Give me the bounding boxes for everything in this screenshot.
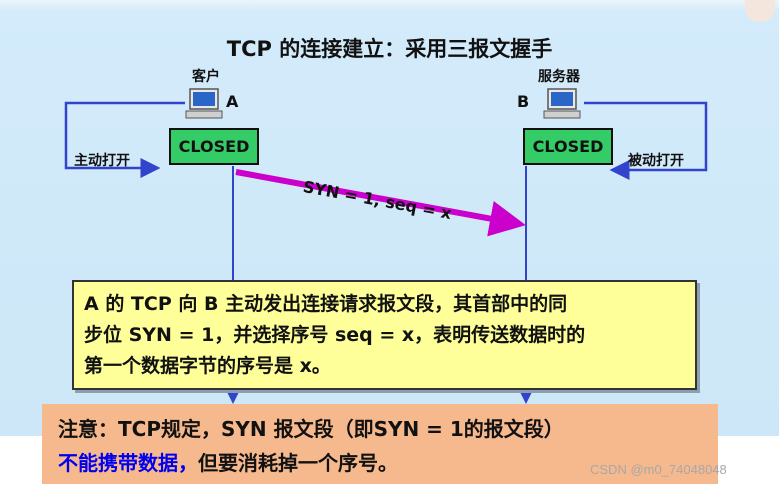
- server-open-loop: [584, 101, 708, 180]
- note-line-1: 注意：TCP规定，SYN 报文段（即SYN = 1的报文段）: [58, 417, 564, 441]
- explanation-line: 步位 SYN = 1，并选择序号 seq = x，表明传送数据时的: [84, 324, 586, 346]
- client-role-label: 客户: [192, 69, 220, 85]
- server-action-label: 被动打开: [628, 153, 684, 169]
- client-state-box: CLOSED: [169, 128, 259, 165]
- slide-top-strip: [0, 0, 779, 10]
- client-action-label: 主动打开: [74, 153, 130, 169]
- note-line-2: 不能携带数据，但要消耗掉一个序号。: [58, 446, 718, 480]
- server-letter: B: [517, 92, 530, 111]
- note-line-2-rest: 但要消耗掉一个序号。: [198, 451, 398, 475]
- client-open-loop: [64, 101, 185, 178]
- corner-mascot-icon: [745, 0, 775, 22]
- page-title: TCP 的连接建立：采用三报文握手: [226, 37, 553, 61]
- client-letter: A: [226, 92, 239, 111]
- server-icon: [543, 88, 581, 119]
- computer-icon: [185, 88, 223, 119]
- server-role-label: 服务器: [538, 69, 580, 85]
- explanation-line: A 的 TCP 向 B 主动发出连接请求报文段，其首部中的同: [84, 293, 568, 315]
- watermark: CSDN @m0_74048048: [590, 462, 727, 477]
- explanation-box: A 的 TCP 向 B 主动发出连接请求报文段，其首部中的同 步位 SYN = …: [72, 280, 697, 390]
- syn-arrow: [235, 169, 526, 237]
- note-highlight: 不能携带数据，: [58, 451, 198, 475]
- note-box: 注意：TCP规定，SYN 报文段（即SYN = 1的报文段） 不能携带数据，但要…: [42, 404, 718, 484]
- server-state-box: CLOSED: [523, 128, 613, 165]
- explanation-line: 第一个数据字节的序号是 x。: [84, 355, 331, 377]
